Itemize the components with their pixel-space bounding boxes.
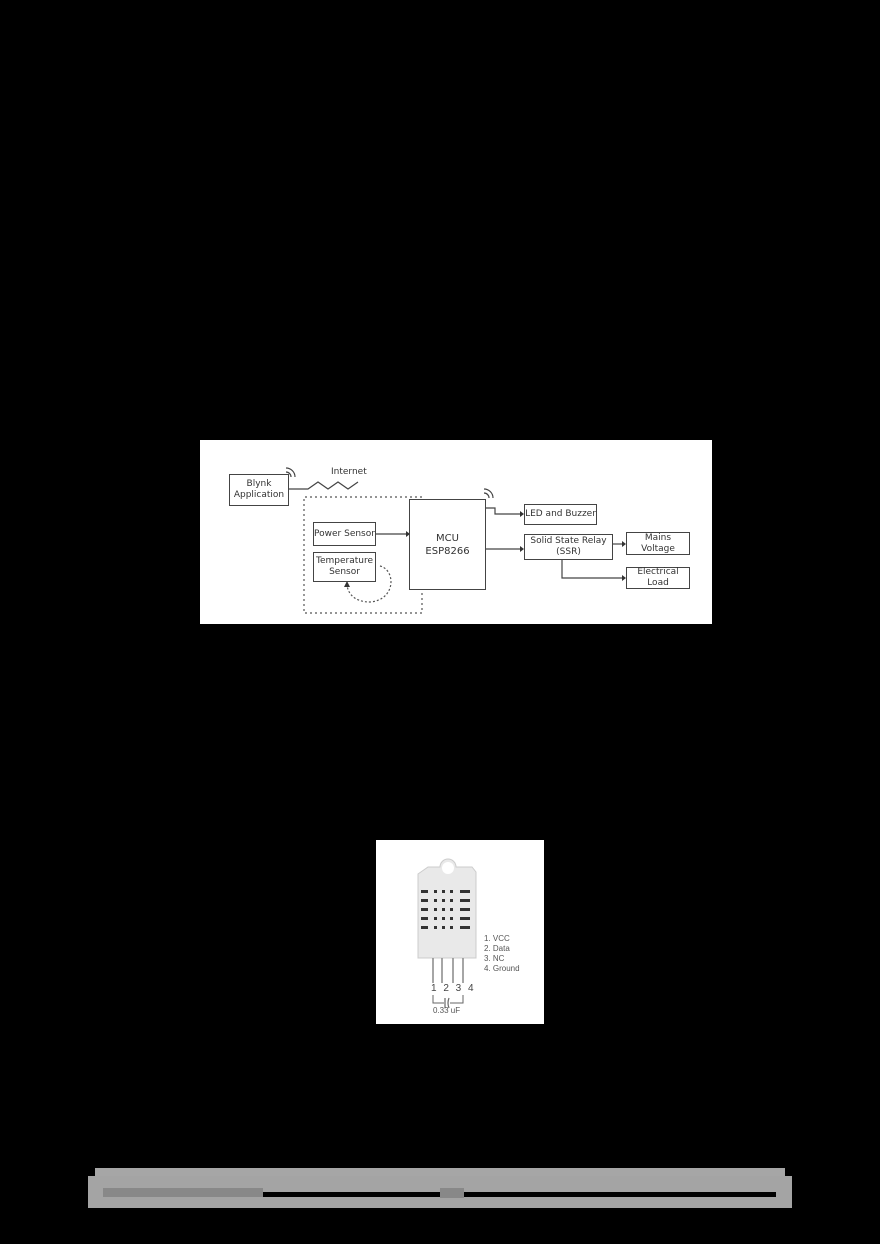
esp8266-label: ESP8266 <box>425 545 470 557</box>
ssr-label: Solid State Relay <box>530 536 607 546</box>
wifi-icon-mcu <box>483 488 494 499</box>
footer-rule-right <box>464 1192 776 1197</box>
mains-voltage-block: Mains Voltage <box>626 532 690 555</box>
page-number <box>440 1188 464 1198</box>
blynk-application-block: Blynk Application <box>229 474 289 506</box>
ssr-block: Solid State Relay (SSR) <box>524 534 613 560</box>
mcu-esp8266-block: MCU ESP8266 <box>409 499 486 590</box>
pin-legend: 1. VCC 2. Data 3. NC 4. Ground <box>484 934 520 974</box>
page-footer <box>88 1176 792 1208</box>
pin-legend-item: 4. Ground <box>484 964 520 973</box>
diagram-connectors <box>285 467 626 614</box>
wifi-icon-blynk <box>285 467 296 478</box>
capacitor-label: 0.33 uF <box>433 1006 461 1015</box>
ssr-abbrev-label: (SSR) <box>556 547 581 557</box>
pin-legend-item: 3. NC <box>484 954 505 963</box>
temperature-sensor-block: Temperature Sensor <box>313 552 376 582</box>
footer-rule-left <box>263 1192 440 1197</box>
internet-label: Internet <box>331 467 367 477</box>
mcu-label: MCU <box>436 532 459 544</box>
led-buzzer-block: LED and Buzzer <box>524 504 597 525</box>
footer-text-block <box>103 1188 263 1197</box>
power-sensor-block: Power Sensor <box>313 522 376 546</box>
sensor-pinout-figure: 1. VCC 2. Data 3. NC 4. Ground 1 2 3 4 0… <box>376 840 544 1024</box>
pin-legend-item: 1. VCC <box>484 934 510 943</box>
footer-top-strip <box>95 1168 785 1176</box>
pin-numbers: 1 2 3 4 <box>431 983 476 994</box>
electrical-load-block: Electrical Load <box>626 567 690 589</box>
block-diagram-figure: Blynk Application Internet Power Sensor … <box>200 440 712 624</box>
sensor-drawing <box>417 858 477 1009</box>
pin-legend-item: 2. Data <box>484 944 510 953</box>
